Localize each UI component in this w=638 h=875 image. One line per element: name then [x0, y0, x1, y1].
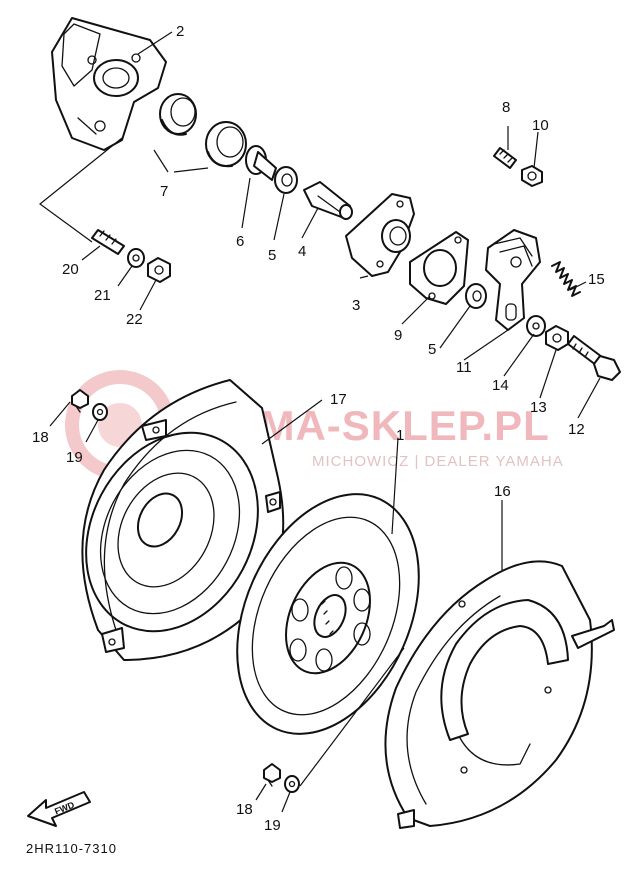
callout-labels: 2 7 6 5 4 3 9 5 11 8 10 15 14 13 12 20 2… — [32, 23, 605, 834]
fwd-label: FWD — [53, 799, 76, 816]
callout-2: 2 — [176, 23, 184, 40]
part-12-bolt — [567, 335, 621, 381]
callout-20: 20 — [62, 261, 79, 278]
callout-8: 8 — [502, 99, 510, 116]
part-9-gasket — [409, 231, 469, 305]
callout-14: 14 — [492, 377, 509, 394]
callout-21: 21 — [94, 287, 111, 304]
part-17-brake-cover — [81, 379, 285, 661]
callout-11: 11 — [456, 359, 472, 376]
part-18-bolt-lower — [263, 763, 281, 787]
part-5-bearing-upper — [274, 166, 298, 194]
callout-3: 3 — [352, 297, 360, 314]
callout-22: 22 — [126, 311, 143, 328]
callout-7: 7 — [160, 183, 168, 200]
part-5-bearing-lower — [465, 283, 487, 309]
callout-15: 15 — [588, 271, 605, 288]
callout-5-upper: 5 — [268, 247, 276, 264]
part-14-washer — [526, 315, 546, 337]
callout-19-upper: 19 — [66, 449, 83, 466]
part-16-outer-cover — [384, 560, 615, 829]
part-2-housing — [51, 17, 167, 151]
part-11-cam-lever — [485, 229, 541, 331]
part-7-seals — [159, 93, 247, 168]
leader-lines — [39, 31, 601, 813]
part-13-nut — [545, 325, 569, 351]
part-20-stud — [91, 229, 125, 255]
part-8-stud — [493, 147, 517, 169]
diagram-code: 2HR110-7310 — [26, 841, 117, 856]
callout-18-upper: 18 — [32, 429, 49, 446]
callout-4: 4 — [298, 243, 306, 260]
part-4-lever-shaft — [303, 181, 353, 220]
fwd-arrow-icon: FWD — [27, 791, 91, 827]
part-18-bolt-upper — [71, 389, 89, 413]
part-19-washer-lower — [284, 775, 300, 793]
callout-10: 10 — [532, 117, 549, 134]
callout-5-lower: 5 — [428, 341, 436, 358]
part-6-spindle — [245, 145, 277, 181]
part-19-washer-upper — [92, 403, 108, 421]
part-21-washer — [127, 248, 145, 268]
callout-18-lower: 18 — [236, 801, 253, 818]
part-15-spring — [551, 261, 581, 297]
callout-16: 16 — [494, 483, 511, 500]
part-1-brake-disc — [236, 493, 420, 735]
callout-1: 1 — [396, 427, 404, 444]
callout-19-lower: 19 — [264, 817, 281, 834]
part-3-bracket — [345, 193, 415, 277]
callout-17: 17 — [330, 391, 347, 408]
watermark-subtext: MICHOWICZ | DEALER YAMAHA — [312, 453, 564, 470]
callout-12: 12 — [568, 421, 585, 438]
part-10-nut — [521, 165, 543, 187]
callout-13: 13 — [530, 399, 547, 416]
callout-6: 6 — [236, 233, 244, 250]
callout-9: 9 — [394, 327, 402, 344]
part-22-nut — [147, 257, 171, 283]
